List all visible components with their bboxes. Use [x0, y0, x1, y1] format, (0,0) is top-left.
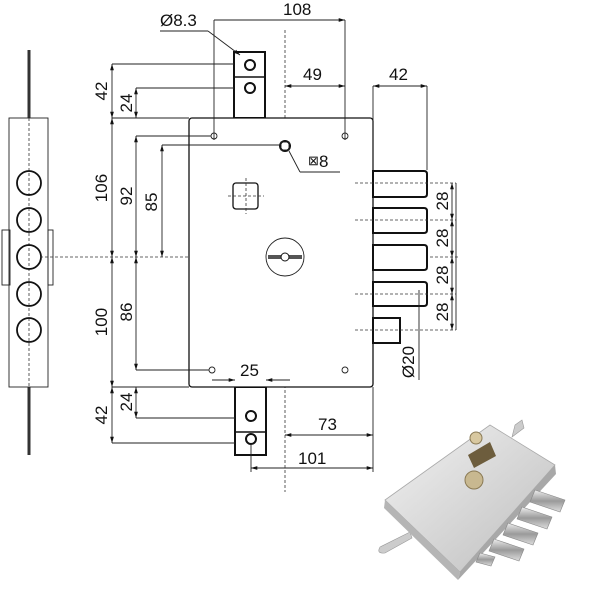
top-plate	[233, 51, 266, 119]
dim-plate-to-edge: 101	[298, 449, 326, 468]
side-view	[1, 50, 54, 455]
square-symbol: ⊠	[308, 153, 319, 168]
dim-plate-offset: 25	[240, 361, 259, 380]
dim-backset: 73	[318, 415, 337, 434]
dimension-lines	[110, 18, 457, 472]
dim-bolt-projection: 42	[389, 65, 408, 84]
dim-top-plate-hole: 24	[117, 94, 136, 113]
dim-bolt-pitch-2: 28	[433, 229, 452, 248]
dim-latch-diameter: Ø20	[399, 346, 418, 378]
dim-upper-height: 106	[92, 174, 111, 202]
dim-lower-fixing: 86	[117, 303, 136, 322]
dim-bolt-pitch-4: 28	[433, 303, 452, 322]
dim-bottom-plate-hole: 24	[117, 393, 136, 412]
dim-overall-width: 108	[283, 0, 311, 19]
dim-square-spindle: 8	[319, 152, 328, 171]
body-features	[208, 132, 349, 374]
dim-bottom-plate-height: 42	[92, 406, 111, 425]
dim-upper-spindle: 85	[142, 193, 161, 212]
dim-bolt-pitch-3: 28	[433, 266, 452, 285]
bolts	[355, 170, 456, 344]
product-photo	[378, 419, 566, 580]
lock-body	[188, 117, 374, 388]
dim-top-plate-height: 42	[92, 82, 111, 101]
dim-lower-height: 100	[92, 308, 111, 336]
dim-upper-fixing: 92	[117, 187, 136, 206]
dim-hole-diameter: Ø8.3	[160, 11, 197, 30]
dim-bolt-pitch-1: 28	[433, 192, 452, 211]
bottom-plate	[234, 386, 267, 456]
dim-center-to-fixing: 49	[303, 65, 322, 84]
